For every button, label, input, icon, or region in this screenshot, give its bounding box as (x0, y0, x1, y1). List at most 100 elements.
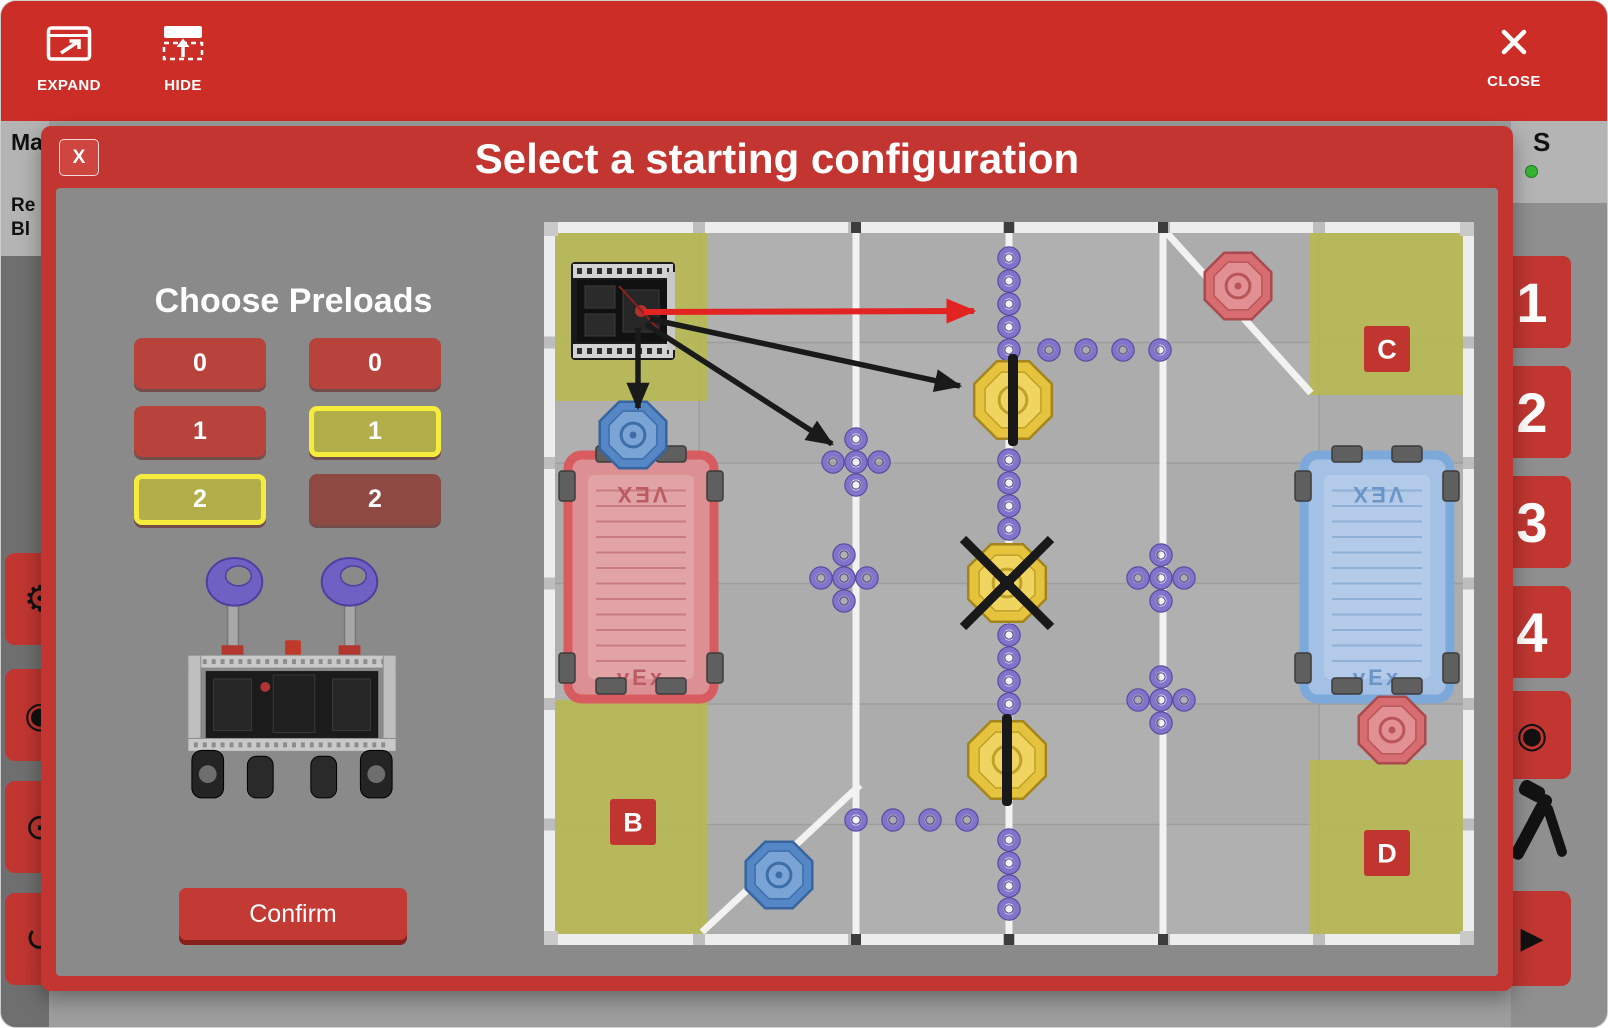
purple-ring (918, 808, 942, 832)
purple-ring (832, 589, 856, 613)
yellow-mobile-goal (959, 535, 1055, 631)
purple-ring (997, 874, 1021, 898)
hide-icon (160, 23, 206, 68)
purple-ring (844, 473, 868, 497)
purple-ring (997, 315, 1021, 339)
purple-ring (881, 808, 905, 832)
top-toolbar: EXPAND HIDE CLOSE (1, 1, 1607, 121)
preload-left-0-button[interactable]: 0 (134, 338, 266, 389)
preload-right-0-button[interactable]: 0 (309, 338, 441, 389)
purple-ring (997, 669, 1021, 693)
close-icon (1497, 25, 1531, 64)
blue-mobile-goal (598, 400, 668, 470)
purple-ring (955, 808, 979, 832)
purple-ring (1149, 566, 1173, 590)
red-mobile-goal (1357, 695, 1427, 765)
svg-text:B: B (623, 808, 643, 838)
confirm-button[interactable]: Confirm (179, 888, 407, 940)
purple-ring (1126, 688, 1150, 712)
blue-mobile-goal (744, 840, 814, 910)
play-icon: ▶ (1520, 921, 1544, 956)
purple-ring (997, 851, 1021, 875)
purple-ring (832, 566, 856, 590)
purple-ring (844, 427, 868, 451)
purple-ring (997, 471, 1021, 495)
purple-ring (997, 448, 1021, 472)
preload-left-1-button[interactable]: 1 (134, 406, 266, 457)
purple-ring (832, 543, 856, 567)
purple-ring (1037, 338, 1061, 362)
preload-left-2-button[interactable]: 2 (134, 474, 266, 525)
svg-text:VEX: VEX (1350, 482, 1403, 507)
purple-ring (1074, 338, 1098, 362)
hide-label: HIDE (164, 77, 202, 94)
preloads-heading: Choose Preloads (154, 282, 433, 320)
purple-ring (997, 494, 1021, 518)
purple-ring (1126, 566, 1150, 590)
purple-ring (1172, 566, 1196, 590)
preload-ring-icon (320, 557, 379, 607)
svg-text:VEX: VEX (614, 482, 667, 507)
red-arrow (643, 298, 977, 324)
purple-ring (1172, 688, 1196, 712)
purple-ring (997, 623, 1021, 647)
purple-ring (997, 517, 1021, 541)
modal-header: X Select a starting configuration (41, 126, 1513, 188)
yellow-mobile-goal (966, 714, 1048, 806)
bg-left-text-red: Re (11, 195, 36, 216)
purple-ring (855, 566, 879, 590)
purple-ring (1111, 338, 1135, 362)
black-arrow (649, 316, 963, 392)
purple-ring (1149, 665, 1173, 689)
start-position-c[interactable]: C (1364, 326, 1410, 372)
purple-ring (1149, 543, 1173, 567)
bg-left-text-blue: Bl (11, 219, 30, 240)
purple-ring (997, 646, 1021, 670)
hide-button[interactable]: HIDE (151, 23, 215, 94)
bg-right-text-s: S (1533, 127, 1551, 157)
purple-ring (1148, 338, 1172, 362)
expand-button[interactable]: EXPAND (29, 23, 109, 94)
svg-text:D: D (1377, 839, 1397, 869)
eye-icon: ◉ (1516, 714, 1548, 756)
bg-right-panel (1511, 121, 1607, 203)
modal-close-button[interactable]: X (59, 139, 99, 176)
purple-ring (867, 450, 891, 474)
purple-ring (1149, 688, 1173, 712)
purple-ring (809, 566, 833, 590)
robot-preview-image (187, 557, 397, 799)
expand-icon (46, 23, 92, 68)
start-position-b[interactable]: B (610, 799, 656, 845)
purple-ring (997, 269, 1021, 293)
purple-ring (1149, 711, 1173, 735)
close-button[interactable]: CLOSE (1479, 25, 1549, 90)
expand-label: EXPAND (37, 77, 101, 94)
preload-right-2-button[interactable]: 2 (309, 474, 441, 525)
purple-ring (1149, 589, 1173, 613)
purple-ring (997, 897, 1021, 921)
red-mobile-goal (1203, 251, 1273, 321)
status-dot-icon (1525, 165, 1538, 178)
bg-left-text-top: Ma (11, 129, 43, 155)
purple-ring (997, 828, 1021, 852)
preload-ring-icon (205, 557, 264, 607)
starting-config-modal: X Select a starting configuration Choose… (41, 126, 1513, 991)
modal-title: Select a starting configuration (474, 135, 1080, 182)
preload-right-1-button[interactable]: 1 (309, 406, 441, 457)
purple-ring (821, 450, 845, 474)
purple-ring (997, 292, 1021, 316)
purple-ring (997, 246, 1021, 270)
purple-ring (844, 808, 868, 832)
purple-ring (844, 450, 868, 474)
close-label: CLOSE (1487, 73, 1541, 90)
start-position-d[interactable]: D (1364, 830, 1410, 876)
svg-text:C: C (1377, 335, 1397, 365)
yellow-mobile-goal (972, 354, 1054, 446)
